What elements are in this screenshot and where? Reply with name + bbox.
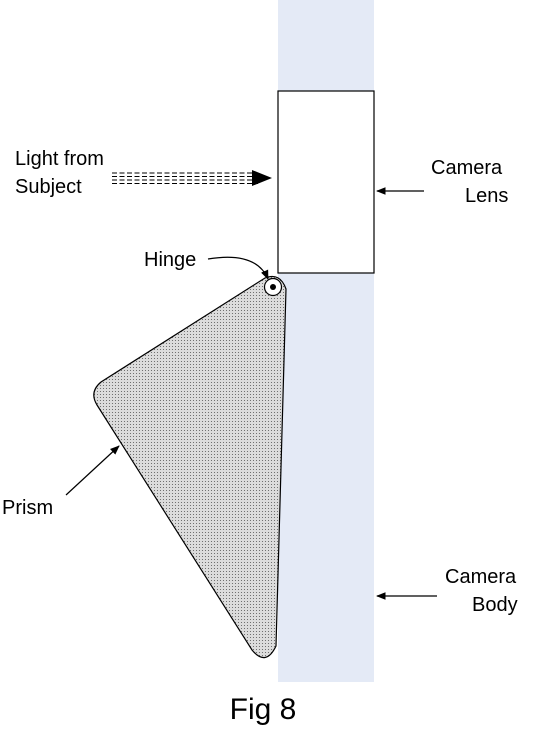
lens-label-line1: Camera [431, 157, 503, 179]
light-ray-arrowhead [252, 170, 272, 186]
camera-lens [277, 90, 375, 274]
lens-label-line2: Lens [465, 185, 508, 207]
prism [93, 275, 287, 659]
light-label-line1: Light from [15, 148, 104, 170]
hinge-pin [270, 284, 276, 290]
prism-label: Prism [2, 497, 53, 519]
light-label-line2: Subject [15, 176, 82, 198]
figure-caption: Fig 8 [230, 693, 297, 726]
hinge-leader-arrow [207, 256, 269, 280]
light-ray-arrow [112, 172, 258, 185]
body-label-line2: Body [472, 594, 518, 616]
hinge-label: Hinge [144, 249, 196, 271]
prism-leader-arrow [65, 445, 120, 496]
body-label-line1: Camera [445, 566, 517, 588]
